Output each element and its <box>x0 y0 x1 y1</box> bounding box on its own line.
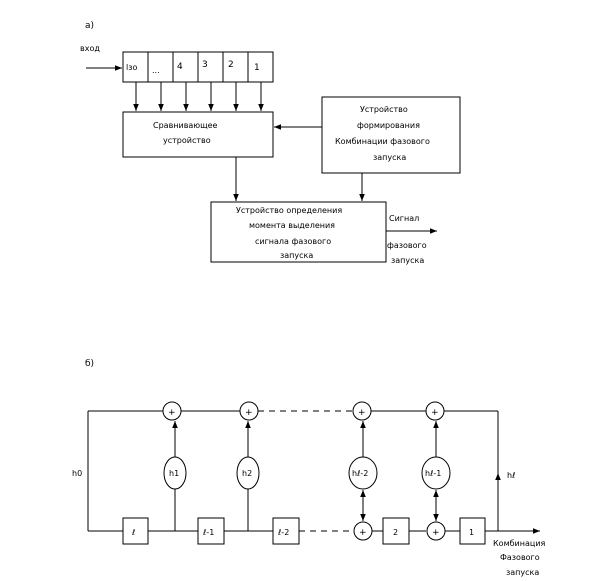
register-cell-1: ... <box>152 66 160 75</box>
output-b-line-3: запуска <box>506 568 539 577</box>
svg-text:+: + <box>431 408 439 418</box>
diagram-a-label: а) <box>85 21 94 31</box>
detector-line-4: запуска <box>280 251 313 260</box>
output-a-line-1: Сигнал <box>389 214 419 223</box>
adder-top-2: + <box>239 401 259 421</box>
adder-top-4: + <box>425 401 445 421</box>
hl-label: hℓ <box>507 471 515 480</box>
svg-text:ℓ-2: ℓ-2 <box>277 528 289 537</box>
adder-top-1: + <box>162 401 182 421</box>
detector-line-2: момента выделения <box>249 221 335 230</box>
former-line-3: Комбинации фазового <box>335 137 430 146</box>
h0-label: h0 <box>72 469 82 478</box>
former-line-1: Устройство <box>360 105 408 114</box>
input-label: вход <box>80 44 100 53</box>
register-cell-5: 1 <box>254 63 260 73</box>
adder-top-3: + <box>352 401 372 421</box>
delay-cell-l-2: ℓ-2 <box>272 517 300 545</box>
output-b-line-2: Фазового <box>500 553 540 562</box>
svg-text:1: 1 <box>469 528 474 537</box>
delay-cell-1: 1 <box>459 517 486 545</box>
comparator-line-2: устройство <box>163 136 211 145</box>
svg-text:+: + <box>168 408 176 418</box>
output-a-line-2: фазового <box>387 241 427 250</box>
detector-line-3: сигнала фазового <box>255 237 331 246</box>
output-b-line-1: Комбинация <box>493 539 546 548</box>
register-cell-0: lзо <box>126 63 137 72</box>
svg-text:+: + <box>245 408 253 418</box>
svg-text:hℓ-2: hℓ-2 <box>352 469 368 478</box>
svg-text:+: + <box>359 528 367 538</box>
svg-text:ℓ-1: ℓ-1 <box>202 528 214 537</box>
svg-text:2: 2 <box>393 528 398 537</box>
diagram-a: а) вход lзо ... 4 3 2 1 Сравнивающее <box>80 21 461 265</box>
adder-bottom-1: + <box>353 521 373 541</box>
detector-block: Устройство определения момента выделения… <box>210 201 387 263</box>
svg-text:h1: h1 <box>169 469 179 478</box>
delay-cell-l-1: ℓ-1 <box>197 517 225 545</box>
former-line-2: формирования <box>357 121 420 130</box>
adder-bottom-2: + <box>426 521 446 541</box>
diagram-b: б) h0 hℓ + + + + <box>72 359 546 577</box>
comparator-block: Сравнивающее устройство <box>122 111 274 158</box>
detector-line-1: Устройство определения <box>236 206 342 215</box>
shift-register: lзо ... 4 3 2 1 <box>122 51 274 83</box>
former-line-4: запуска <box>373 153 406 162</box>
diagram-b-label: б) <box>85 359 94 369</box>
coef-h1: h1 <box>163 456 187 490</box>
register-cell-2: 4 <box>177 62 183 72</box>
coef-hl-1: hℓ-1 <box>421 456 451 490</box>
svg-text:+: + <box>358 408 366 418</box>
svg-text:h2: h2 <box>242 469 252 478</box>
register-cell-3: 3 <box>202 60 208 70</box>
former-block: Устройство формирования Комбинации фазов… <box>321 96 461 174</box>
delay-cell-l: ℓ <box>122 517 149 545</box>
svg-text:+: + <box>432 528 440 538</box>
delay-cell-2: 2 <box>382 517 410 545</box>
comparator-line-1: Сравнивающее <box>153 121 218 130</box>
svg-text:hℓ-1: hℓ-1 <box>425 469 441 478</box>
svg-text:ℓ: ℓ <box>131 528 135 537</box>
coef-hl-2: hℓ-2 <box>348 456 378 490</box>
register-cell-4: 2 <box>228 60 234 70</box>
output-a-line-3: запуска <box>391 256 424 265</box>
coef-h2: h2 <box>236 456 260 490</box>
